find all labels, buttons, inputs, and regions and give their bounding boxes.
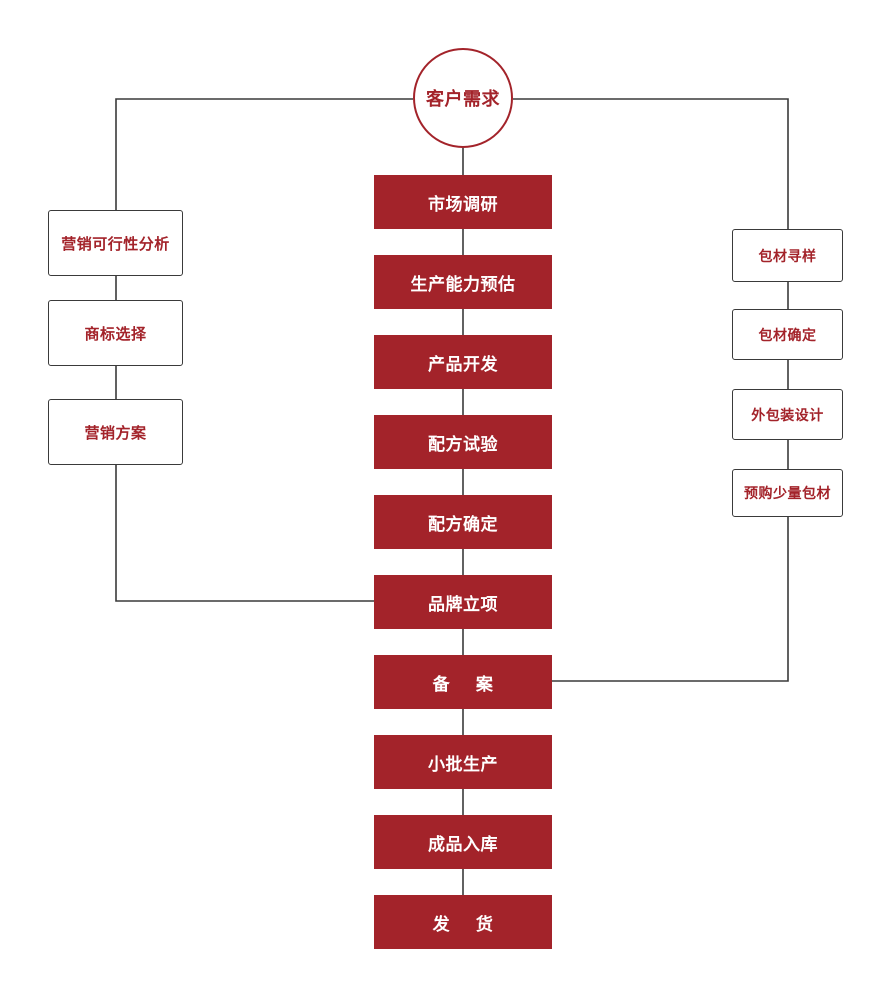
main-step-label: 生产能力预估 (410, 274, 516, 295)
right-return-line (552, 517, 789, 682)
right-step-label: 包材寻样 (758, 248, 817, 265)
main-step-formula-confirm: 配方确定 (374, 495, 552, 549)
main-step-label: 产品开发 (428, 354, 498, 375)
right-step-label: 包材确定 (758, 327, 817, 344)
main-step-shipping: 发 货 (374, 895, 552, 949)
main-step-product-development: 产品开发 (374, 335, 552, 389)
main-step-capacity-estimate: 生产能力预估 (374, 255, 552, 309)
main-step-label: 成品入库 (428, 834, 498, 855)
main-step-filing: 备 案 (374, 655, 552, 709)
left-step-marketing-feasibility: 营销可行性分析 (48, 210, 183, 276)
main-step-warehousing: 成品入库 (374, 815, 552, 869)
main-step-label: 配方确定 (428, 514, 498, 535)
left-return-line (115, 465, 374, 602)
right-step-label: 预购少量包材 (744, 486, 831, 502)
left-step-trademark-selection: 商标选择 (48, 300, 183, 366)
main-step-label: 品牌立项 (428, 594, 498, 615)
left-step-label: 营销可行性分析 (61, 234, 170, 253)
start-node-customer-demand: 客户需求 (413, 48, 513, 148)
main-step-brand-project: 品牌立项 (374, 575, 552, 629)
left-step-label: 营销方案 (84, 423, 147, 442)
main-step-market-research: 市场调研 (374, 175, 552, 229)
left-branch-line (115, 98, 413, 210)
main-step-formula-test: 配方试验 (374, 415, 552, 469)
main-step-label: 配方试验 (428, 434, 498, 455)
right-step-packaging-sourcing: 包材寻样 (732, 229, 843, 282)
main-step-label: 发 货 (432, 914, 494, 935)
right-step-preorder-packaging: 预购少量包材 (732, 469, 843, 517)
right-step-packaging-confirm: 包材确定 (732, 309, 843, 360)
start-node-label: 客户需求 (426, 89, 500, 110)
main-step-label: 小批生产 (428, 754, 498, 775)
left-step-marketing-plan: 营销方案 (48, 399, 183, 465)
right-step-label: 外包装设计 (751, 407, 824, 424)
right-branch-line (513, 98, 789, 229)
main-step-label: 市场调研 (428, 194, 498, 215)
main-step-small-batch: 小批生产 (374, 735, 552, 789)
right-step-outer-package-design: 外包装设计 (732, 389, 843, 440)
main-step-label: 备 案 (432, 674, 494, 695)
left-step-label: 商标选择 (84, 324, 147, 343)
